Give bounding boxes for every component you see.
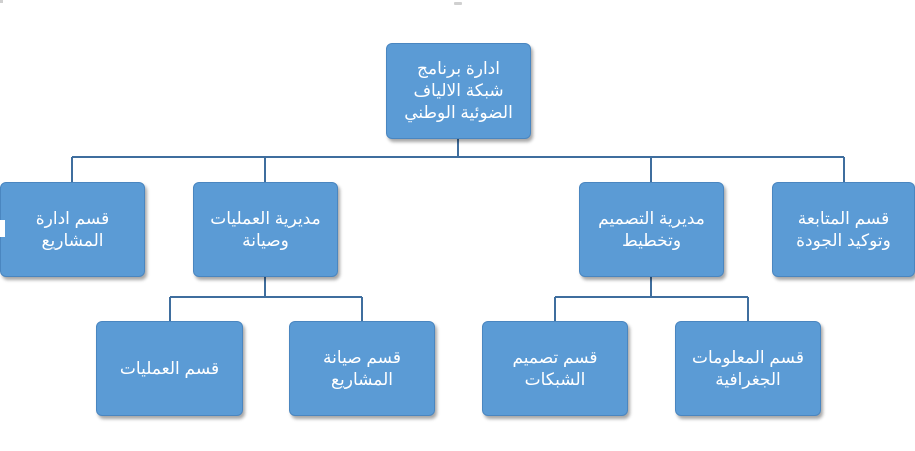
node-network-design-label: قسم تصميم الشبكات (512, 347, 598, 389)
node-operations-label: مديرية العمليات وصيانة (210, 208, 321, 250)
node-gis-label: قسم المعلومات الجغرافية (692, 347, 804, 389)
node-design: مديرية التصميم وتخطيط (579, 182, 724, 277)
node-operations: مديرية العمليات وصيانة (193, 182, 338, 277)
node-root: ادارة برنامج شبكة الالياف الضوئية الوطني (386, 43, 531, 139)
node-ops-dept-label: قسم العمليات (119, 358, 220, 378)
node-projects-label: قسم ادارة المشاريع (35, 208, 110, 250)
node-ops-dept: قسم العمليات (96, 321, 243, 416)
node-quality-label: قسم المتابعة وتوكيد الجودة (796, 208, 891, 250)
node-design-label: مديرية التصميم وتخطيط (598, 208, 705, 250)
left-edge-notch (0, 220, 5, 237)
node-gis: قسم المعلومات الجغرافية (675, 321, 821, 416)
top-artifact (454, 2, 462, 5)
corner-artifact (0, 0, 3, 3)
node-network-design: قسم تصميم الشبكات (482, 321, 628, 416)
node-root-label: ادارة برنامج شبكة الالياف الضوئية الوطني (404, 59, 513, 122)
node-maintenance: قسم صيانة المشاريع (289, 321, 435, 416)
node-quality: قسم المتابعة وتوكيد الجودة (772, 182, 915, 277)
node-maintenance-label: قسم صيانة المشاريع (323, 347, 401, 389)
node-projects: قسم ادارة المشاريع (0, 182, 145, 277)
